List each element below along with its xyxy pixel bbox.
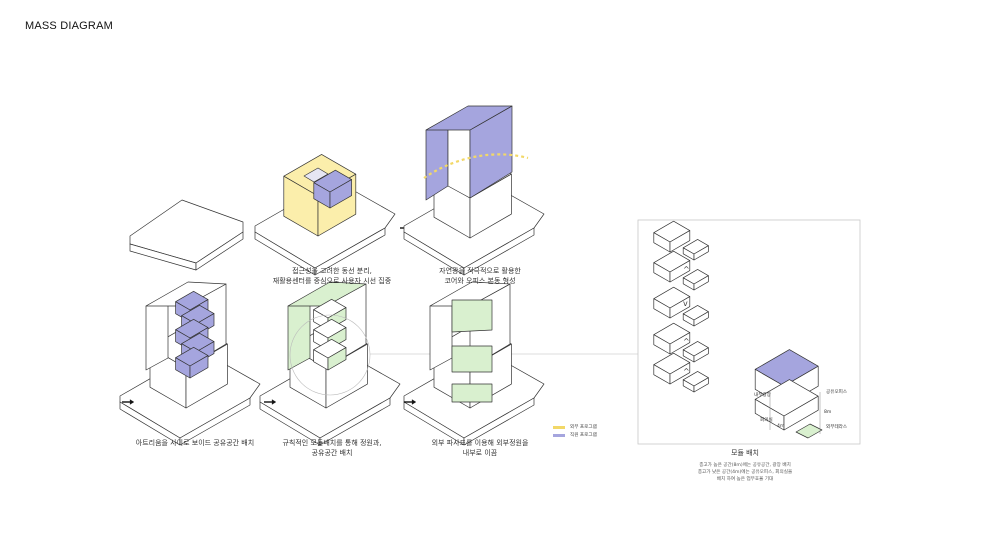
label-terrace: 외부테라스 (826, 425, 848, 430)
step6-green-facade-2 (451, 345, 493, 373)
step3-mass (403, 105, 545, 276)
module-stack-0-right (669, 230, 691, 253)
step5-mass (259, 281, 640, 446)
sunlight-path (423, 153, 529, 179)
caption-step5: 규칙적인 모듈배치를 통해 정원과,공유공간 배치 (282, 439, 382, 457)
caption-step4: 아트리움을 사이로 보이드 공유공간 배치 (135, 439, 255, 447)
arrow-4-head (271, 399, 277, 405)
arrow-4 (264, 399, 277, 405)
label-height-8m: 8m (824, 410, 832, 415)
step5-roof-garden (287, 281, 367, 307)
step3-top (425, 105, 513, 131)
step3-base-right (469, 173, 512, 239)
step1-site (129, 199, 244, 271)
step6-mass (403, 281, 545, 446)
step4-slab-right (179, 397, 251, 446)
step6-green-facade-3 (451, 383, 493, 403)
step2-mass (254, 154, 396, 276)
module-stack-3-right (669, 332, 691, 355)
site-right (195, 231, 244, 271)
step6-green-facade-1 (451, 299, 493, 333)
label-plaza: 내부광장 (754, 393, 771, 398)
arrow-5-head (411, 399, 417, 405)
step6-slab-right (463, 397, 535, 446)
arrow-5 (404, 399, 417, 405)
arrow-3-head (129, 399, 135, 405)
legend-item-staff: 직원 프로그램 (553, 431, 597, 439)
step4-roof (145, 281, 227, 307)
arrow-3 (122, 399, 135, 405)
legend-item-external: 외부 프로그램 (553, 423, 597, 431)
stack-chevron-0: ^ (683, 265, 690, 274)
step2-slab-right (314, 227, 386, 276)
step2-purple-block-right (329, 179, 352, 209)
atrium-module-4-right (189, 355, 209, 379)
module-stack-1-right (669, 260, 691, 283)
module-caption: 모듈 배치 층고가 높은 공간(8m)에는 공유공간, 광장 배치 층고가 낮은… (660, 448, 830, 483)
module-stack-side-1-right (693, 275, 709, 291)
module-terrace (795, 423, 823, 439)
label-meeting: 회의실 (760, 418, 773, 423)
module-stack-side-3-right (693, 347, 709, 363)
step5-module-2-right (327, 347, 347, 371)
step2-roof-void (303, 167, 329, 183)
module-stack-4-right (669, 362, 691, 385)
label-office: 공유오피스 (826, 390, 848, 395)
focus-circle (289, 314, 371, 396)
legend-swatch-staff (553, 433, 565, 437)
module-stack-side-2-right (693, 311, 709, 327)
module-stack-side-4-right (693, 377, 709, 393)
step3-slab-right (463, 227, 535, 276)
stack-chevron-3: ^ (683, 367, 690, 376)
label-height-4m: 4m (777, 424, 785, 429)
legend-swatch-external (553, 425, 565, 429)
page-title: MASS DIAGRAM (25, 20, 113, 32)
step4-mass (119, 281, 261, 446)
module-caption-title: 모듈 배치 (731, 449, 759, 457)
stack-chevron-2: ^ (683, 337, 690, 346)
step5-slab-right (319, 397, 391, 446)
module-stack-side-0-right (693, 245, 709, 261)
module-assembly-lower-right (783, 395, 819, 431)
legend: 외부 프로그램 직원 프로그램 (553, 423, 597, 439)
caption-step2: 접근성을 고려한 동선 분리,재활용센터를 중심으로 사용자 시선 집중 (272, 267, 392, 285)
module-stack-2-right (669, 296, 691, 319)
stack-chevron-1: v (683, 299, 688, 308)
module-panel: ^ v ^ ^ (637, 219, 861, 445)
module-caption-text: 층고가 높은 공간(8m)에는 공유공간, 광장 배치 층고가 낮은 공간(4m… (697, 463, 793, 482)
